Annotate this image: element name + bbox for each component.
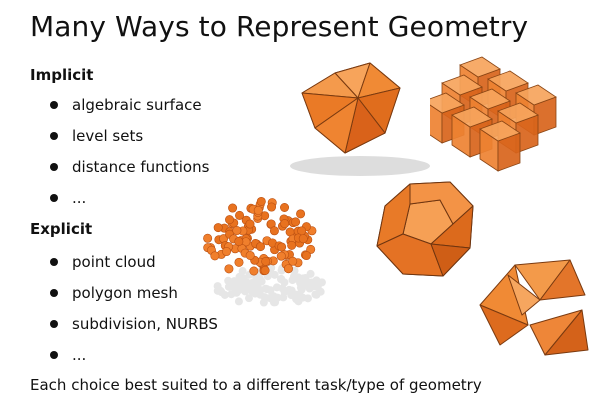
point-shadow [271, 293, 280, 302]
list-item: distance functions [50, 157, 209, 188]
bullet-icon [50, 101, 58, 109]
bullet-icon [50, 163, 58, 171]
point [245, 250, 255, 260]
point-shadow [232, 288, 241, 297]
point-cloud-figure [203, 196, 326, 307]
point-shadow [244, 294, 253, 303]
point-shadow [255, 275, 264, 284]
triangle-soup-figure [479, 259, 589, 356]
point [298, 234, 308, 244]
explicit-heading: Explicit [30, 220, 93, 238]
voxel-face [479, 120, 521, 142]
list-item: point cloud [50, 252, 218, 283]
list-item: algebraic surface [50, 95, 209, 126]
bullet-icon [50, 351, 58, 359]
point-shadow [287, 291, 296, 300]
bullet-icon [50, 132, 58, 140]
voxel-face [451, 106, 493, 128]
point-shadow [294, 297, 303, 306]
explicit-list: point cloud polygon mesh subdivision, NU… [50, 252, 218, 376]
implicit-heading: Implicit [30, 66, 94, 84]
point-shadow [242, 278, 251, 287]
point [277, 242, 287, 252]
point [288, 256, 298, 266]
point [256, 196, 266, 206]
point-shadow [290, 274, 299, 283]
point [296, 209, 306, 219]
point-shadow [256, 290, 265, 299]
voxel-face [441, 74, 483, 96]
point [228, 203, 238, 213]
icosahedron-figure [290, 62, 430, 176]
point [213, 223, 223, 233]
point [225, 215, 235, 225]
point-shadow [220, 290, 229, 299]
point [253, 205, 263, 215]
point [291, 217, 301, 227]
bullet-icon [50, 320, 58, 328]
point [306, 244, 316, 254]
voxel-face [430, 92, 465, 114]
point-shadow [277, 266, 286, 275]
point-shadow [234, 297, 243, 306]
voxel-face [459, 56, 501, 78]
point-shadow [306, 269, 315, 278]
point-shadow [224, 276, 233, 285]
voxel-face [469, 88, 511, 110]
bullet-icon [50, 258, 58, 266]
voxel-face [515, 84, 557, 106]
point-shadow [309, 282, 318, 291]
voxel-face [497, 102, 539, 124]
point [203, 233, 213, 243]
point [301, 251, 311, 261]
point [267, 202, 277, 212]
bullet-icon [50, 194, 58, 202]
slide-footer: Each choice best suited to a different t… [30, 376, 482, 394]
dodecahedron-figure [376, 181, 474, 277]
slide-title: Many Ways to Represent Geometry [30, 10, 529, 43]
point [235, 210, 245, 220]
implicit-list: algebraic surface level sets distance fu… [50, 95, 209, 219]
list-item: polygon mesh [50, 283, 218, 314]
point-shadow [312, 290, 321, 299]
point [234, 257, 244, 267]
bullet-icon [50, 289, 58, 297]
voxel-grid-figure [430, 56, 557, 172]
point [232, 226, 242, 236]
point [210, 251, 220, 261]
point [287, 240, 297, 250]
point-shadow [278, 284, 287, 293]
point [261, 256, 271, 266]
point [260, 265, 270, 275]
point [245, 219, 255, 229]
list-item: level sets [50, 126, 209, 157]
point [234, 236, 244, 246]
voxel-face [487, 70, 529, 92]
point-shadow [266, 286, 275, 295]
point [255, 242, 265, 252]
point-shadow [235, 272, 244, 281]
point [280, 202, 290, 212]
point-shadow [280, 278, 289, 287]
point [224, 264, 234, 274]
point [269, 226, 279, 236]
list-item: ... [50, 188, 209, 219]
point [222, 247, 232, 257]
list-item: ... [50, 345, 218, 376]
point [283, 264, 293, 274]
point [276, 251, 286, 261]
list-item: subdivision, NURBS [50, 314, 218, 345]
point-shadow [297, 285, 306, 294]
point [280, 219, 290, 229]
point [249, 266, 259, 276]
